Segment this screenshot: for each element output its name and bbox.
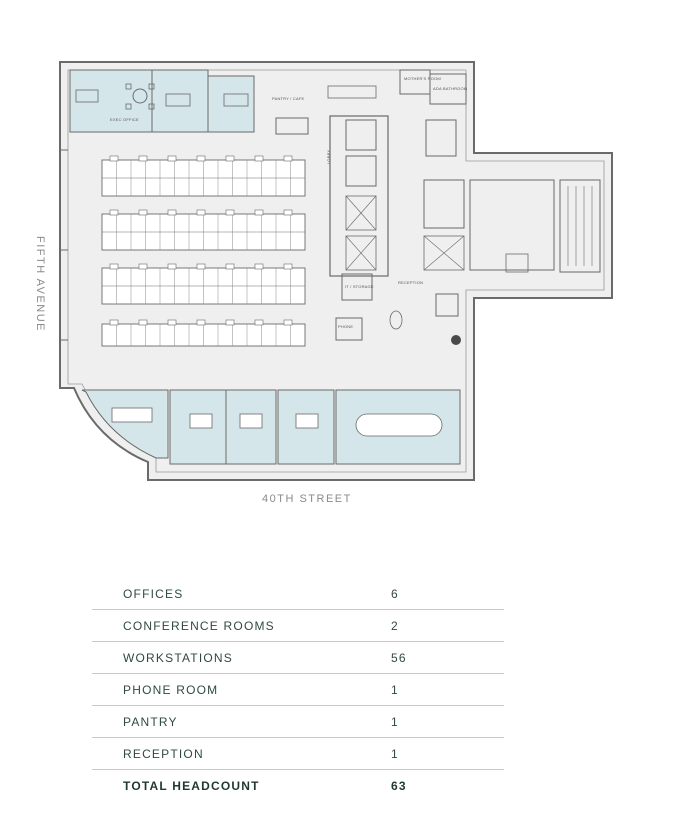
lobby-label: LOBBY [326, 150, 331, 164]
summary-row-label: OFFICES [92, 578, 391, 610]
summary-row: RECEPTION 1 [92, 737, 504, 770]
workstation-chair [109, 209, 119, 216]
summary-row: OFFICES 6 [92, 578, 504, 610]
workstation-chair [196, 319, 206, 326]
workstation-chair [167, 209, 177, 216]
workstation-chair [138, 319, 148, 326]
summary-total-label: TOTAL HEADCOUNT [123, 778, 260, 793]
workstation-chair [196, 263, 206, 270]
workstation-chair [167, 263, 177, 270]
workstation-chair [109, 319, 119, 326]
it-storage-label: IT / STORAGE [345, 284, 374, 289]
workstation-chair [225, 319, 235, 326]
service-rooms: MOTHER'S ROOM ADA BATHROOM [399, 69, 467, 105]
workstation-chair [254, 209, 264, 216]
reception-label: RECEPTION [398, 280, 423, 285]
summary-row-label: WORKSTATIONS [92, 641, 391, 674]
workstation-chair [225, 155, 235, 162]
workstation-chair [167, 155, 177, 162]
summary-row-value: 2 [391, 609, 504, 642]
right-wing [469, 179, 601, 273]
workstation-chair [254, 155, 264, 162]
workstation-chair [138, 155, 148, 162]
street-label-left: FIFTH AVENUE [34, 235, 46, 333]
floor-plan: EXEC OFFICE PANTRY / CAFE MOTHER'S ROOM … [34, 61, 613, 505]
workstation-chair [109, 263, 119, 270]
workstation-chair [225, 209, 235, 216]
elevator-core: LOBBY [326, 115, 465, 277]
floor-plan-drawing: EXEC OFFICE PANTRY / CAFE MOTHER'S ROOM … [59, 61, 613, 481]
workstation-chair [283, 263, 293, 270]
window-mullions [60, 149, 68, 341]
pantry-area: PANTRY / CAFE [272, 85, 377, 135]
workstation-chair [225, 263, 235, 270]
exec-office [69, 69, 153, 133]
workstation-chair [109, 155, 119, 162]
summary-row-value: 6 [391, 578, 504, 610]
summary-row-value: 1 [391, 705, 504, 738]
summary-row-value: 1 [391, 673, 504, 706]
pantry-label: PANTRY / CAFE [272, 96, 305, 101]
summary-row-label: PANTRY [92, 705, 391, 738]
workstation-chair [283, 319, 293, 326]
summary-body: OFFICES 6 CONFERENCE ROOMS 2 WORKSTATION… [92, 578, 504, 801]
conference-room-small [81, 389, 169, 459]
workstation-chair [283, 155, 293, 162]
summary-table: OFFICES 6 CONFERENCE ROOMS 2 WORKSTATION… [92, 578, 504, 801]
office-3 [207, 75, 255, 133]
workstation-area [101, 155, 306, 347]
workstation-chair [138, 209, 148, 216]
top-offices: EXEC OFFICE [69, 69, 255, 133]
summary-row: WORKSTATIONS 56 [92, 641, 504, 674]
summary-row-label: CONFERENCE ROOMS [92, 609, 391, 642]
summary-row-label: RECEPTION [92, 737, 391, 770]
phone-label: PHONE [338, 324, 353, 329]
workstation-chair [138, 263, 148, 270]
workstation-chair [167, 319, 177, 326]
summary-row: PHONE ROOM 1 [92, 673, 504, 706]
reception-area: IT / STORAGE RECEPTION PHONE [335, 273, 461, 345]
workstation-chair [254, 263, 264, 270]
office-2 [151, 69, 209, 133]
street-label-bottom: 40TH STREET [262, 493, 352, 505]
summary-total-row: TOTAL HEADCOUNT 63 [92, 770, 504, 802]
workstation-chair [196, 155, 206, 162]
summary-row: CONFERENCE ROOMS 2 [92, 609, 504, 642]
summary-row-value: 1 [391, 737, 504, 770]
summary-row-label: PHONE ROOM [92, 673, 391, 706]
exec-office-label: EXEC OFFICE [110, 117, 139, 122]
workstation-chair [196, 209, 206, 216]
ada-bathroom-label: ADA BATHROOM [433, 86, 467, 91]
workstation-chair [254, 319, 264, 326]
bottom-rooms [81, 389, 461, 465]
workstation-chair [283, 209, 293, 216]
summary-row: PANTRY 1 [92, 705, 504, 738]
summary-row-value: 56 [391, 641, 504, 674]
mothers-room-label: MOTHER'S ROOM [404, 76, 441, 81]
summary-total-value: 63 [391, 778, 407, 793]
